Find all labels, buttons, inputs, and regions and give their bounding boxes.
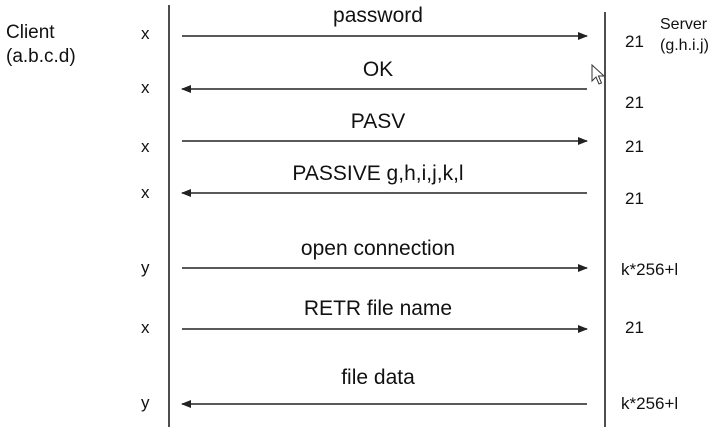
server-port-4: 21 bbox=[625, 189, 644, 208]
mouse-cursor-icon bbox=[591, 64, 605, 85]
message-label-1: password bbox=[333, 4, 423, 27]
server-name: Server bbox=[660, 16, 708, 33]
server-label: Server (g.h.i.j) bbox=[660, 14, 709, 56]
message-label-6: RETR file name bbox=[303, 297, 453, 320]
server-port-1: 21 bbox=[625, 32, 644, 51]
server-port-3: 21 bbox=[625, 137, 644, 156]
server-port-5: k*256+l bbox=[621, 260, 679, 279]
server-port-2: 21 bbox=[625, 93, 644, 112]
server-port-6: 21 bbox=[625, 318, 644, 337]
server-port-7: k*256+l bbox=[621, 394, 679, 413]
client-port-2: x bbox=[141, 78, 150, 97]
client-label: Client (a.b.c.d) bbox=[6, 21, 76, 69]
message-label-4: PASSIVE g,h,i,j,k,l bbox=[292, 162, 464, 185]
server-address: (g.h.i.j) bbox=[660, 37, 709, 54]
client-name: Client bbox=[6, 22, 55, 43]
client-port-5: y bbox=[141, 258, 150, 277]
message-label-7: file data bbox=[341, 366, 415, 389]
message-label-5: open connection bbox=[300, 237, 456, 260]
message-label-2: OK bbox=[362, 58, 394, 81]
client-address: (a.b.c.d) bbox=[6, 46, 76, 67]
client-port-1: x bbox=[141, 24, 150, 43]
client-port-3: x bbox=[141, 137, 150, 156]
client-port-7: y bbox=[141, 393, 150, 412]
client-port-6: x bbox=[141, 318, 150, 337]
message-label-3: PASV bbox=[350, 110, 406, 133]
client-port-4: x bbox=[141, 183, 150, 202]
